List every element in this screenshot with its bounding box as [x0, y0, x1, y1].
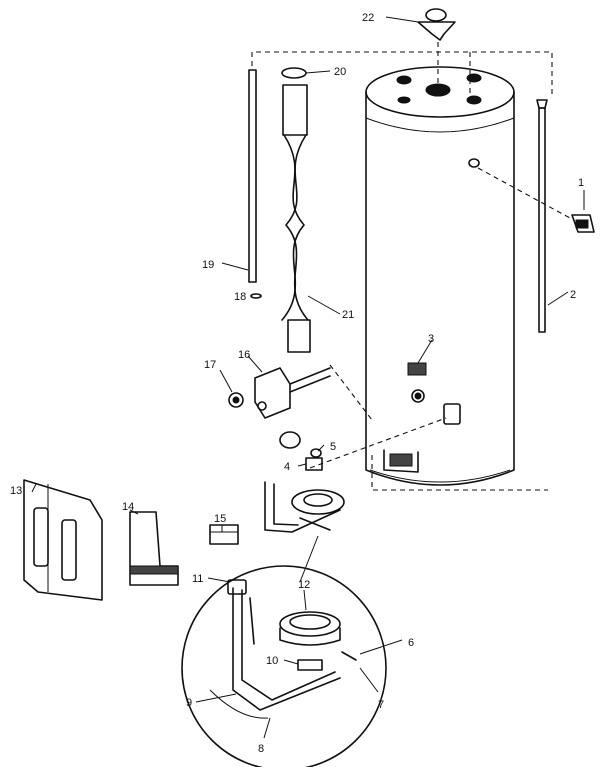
callout-20: 20 — [334, 66, 346, 78]
callout-labels: 1 2 3 4 5 6 7 8 9 10 11 12 13 14 15 16 1… — [10, 12, 584, 755]
control-knob — [228, 392, 244, 408]
inner-door — [129, 511, 179, 586]
callout-3: 3 — [428, 333, 434, 345]
burner-assembly — [264, 481, 345, 533]
callout-5: 5 — [330, 441, 336, 453]
assembly-dashed-lines — [251, 42, 571, 491]
callout-15: 15 — [214, 513, 226, 525]
flue-baffle — [281, 67, 311, 353]
gas-control-valve — [254, 367, 331, 419]
anode-rod-left — [248, 69, 262, 299]
callout-1: 1 — [578, 177, 584, 189]
callout-7: 7 — [378, 699, 384, 711]
outer-door — [23, 479, 103, 601]
door-bracket — [209, 524, 239, 545]
anode-rod-right — [536, 99, 548, 333]
callout-16: 16 — [238, 349, 250, 361]
callout-19: 19 — [202, 259, 214, 271]
callout-17: 17 — [204, 359, 216, 371]
tank — [365, 66, 515, 486]
callout-22: 22 — [362, 12, 374, 24]
callout-10: 10 — [266, 655, 278, 667]
callout-12: 12 — [298, 579, 310, 591]
callout-18: 18 — [234, 291, 246, 303]
callout-11: 11 — [192, 573, 203, 585]
drain-valve — [571, 214, 595, 233]
callout-9: 9 — [186, 697, 192, 709]
callout-14: 14 — [122, 501, 134, 513]
callout-21: 21 — [342, 309, 354, 321]
callout-8: 8 — [258, 743, 264, 755]
callout-2: 2 — [570, 289, 576, 301]
callout-4: 4 — [284, 461, 290, 473]
flue-cap — [417, 8, 456, 41]
callout-13: 13 — [10, 485, 22, 497]
callout-6: 6 — [408, 637, 414, 649]
leader-lines — [31, 16, 585, 739]
detail-circle — [181, 535, 387, 767]
